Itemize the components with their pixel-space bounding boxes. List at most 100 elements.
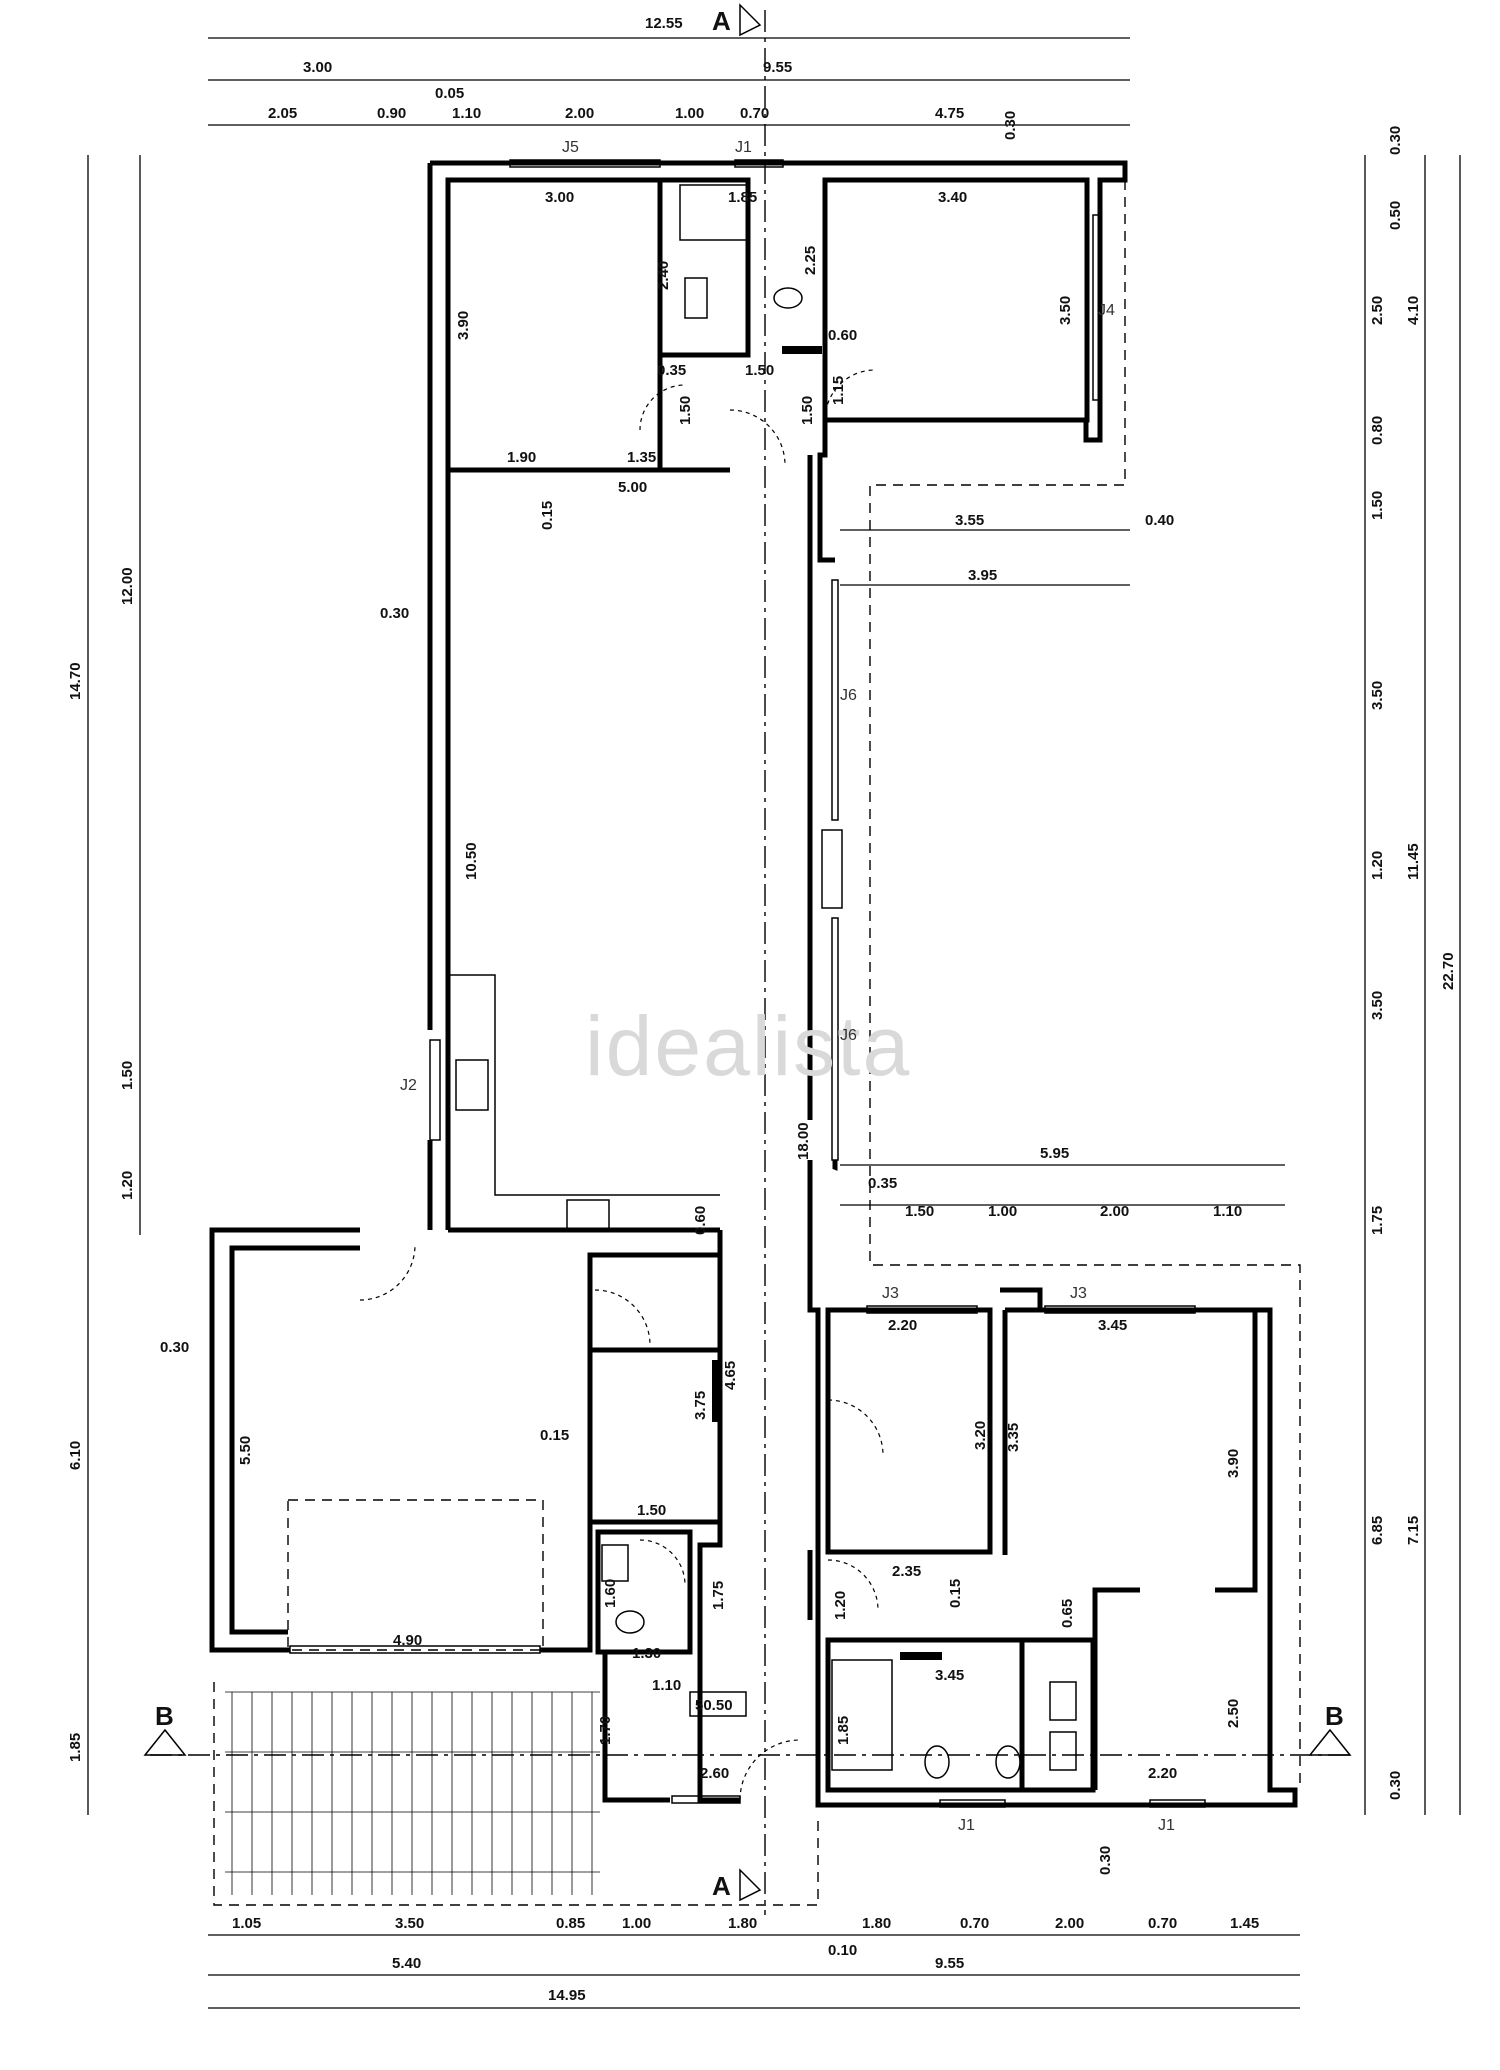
shower-north-icon [679, 184, 749, 241]
dimension-label: 7.15 [1405, 1516, 1422, 1545]
dimension-label: 0.15 [540, 1427, 569, 1444]
dimension-label: 1.35 [627, 449, 656, 466]
door-arc-8 [827, 1559, 879, 1611]
garage-inner-wall [229, 1245, 360, 1635]
storage-room [587, 1347, 723, 1525]
dimension-label: 0.80 [1369, 416, 1386, 445]
dimension-label: 4.10 [1405, 296, 1422, 325]
dimension-label: 0.40 [1145, 512, 1174, 529]
dimension-label: 0.60 [828, 327, 857, 344]
dimension-label: 1.50 [119, 1061, 136, 1090]
dimension-label: 9.55 [763, 59, 792, 76]
dimension-label: 1.85 [67, 1733, 84, 1762]
dimension-label: 3.00 [303, 59, 332, 76]
dimension-label: 0.30 [1002, 111, 1019, 140]
dimension-label: 6.10 [67, 1441, 84, 1470]
dimension-label: 22.70 [1440, 952, 1457, 990]
dimension-label: 1.15 [830, 376, 847, 405]
dimension-label: 0.30 [1387, 1771, 1404, 1800]
dimension-label: 10.50 [463, 842, 480, 880]
dimension-label: 0.70 [960, 1915, 989, 1932]
section-arrow-a-top [739, 3, 762, 37]
dimension-label: 2.05 [268, 105, 297, 122]
dimension-label: 2.40 [655, 261, 672, 290]
watermark: idealista [585, 999, 911, 1093]
dimension-label: 3.45 [1098, 1317, 1127, 1334]
dimension-label: 0.30 [1097, 1846, 1114, 1875]
door-arc-7 [827, 1399, 884, 1456]
window-j5 [509, 159, 661, 168]
dimension-label: 1.05 [232, 1915, 261, 1932]
section-mark-a-top: A [712, 6, 731, 36]
dimension-label: 1.50 [905, 1203, 934, 1220]
bedroom-north-east [822, 177, 1090, 423]
window-j1-south-a [939, 1799, 1006, 1808]
tag-j4: J4 [1098, 302, 1115, 319]
dimension-lines [87, 37, 1461, 2009]
area-label-box [689, 1691, 747, 1717]
dimension-label: 1.30 [632, 1645, 661, 1662]
wardrobe-north [782, 346, 822, 354]
tag-j6-upper: J6 [840, 687, 857, 704]
dimension-label: 5.40 [392, 1955, 421, 1972]
shower-south-icon [831, 1659, 893, 1771]
dimension-label: 2.50 [1225, 1699, 1242, 1728]
dimension-label: 1.50 [1369, 491, 1386, 520]
basin-north-icon [684, 277, 708, 319]
tag-j3-b: J3 [1070, 1285, 1087, 1302]
toilet-wc-icon [615, 1610, 645, 1634]
dimension-label: 2.20 [888, 1317, 917, 1334]
toilet-south-icon [924, 1745, 950, 1779]
dimension-label: 4.75 [935, 105, 964, 122]
dimension-label: 2.00 [1100, 1203, 1129, 1220]
section-mark-b-left: B [155, 1701, 174, 1731]
dimension-label: 1.10 [1213, 1203, 1242, 1220]
dimension-label: 1.20 [119, 1171, 136, 1200]
section-arrow-a-bottom [739, 1868, 762, 1902]
dimension-label: 1.90 [507, 449, 536, 466]
dimension-label: 2.50 [1369, 296, 1386, 325]
dimension-label: 3.50 [1369, 681, 1386, 710]
dimension-label: 5.00 [618, 479, 647, 496]
window-garage [289, 1645, 541, 1654]
window-tags: J5 J1 J4 J6 J6 J2 J3 J3 J1 J1 [400, 139, 1175, 1834]
south-corridor-wall [602, 1650, 670, 1803]
dimension-label: 3.40 [938, 189, 967, 206]
dimension-label: 1.75 [710, 1581, 727, 1610]
door-arc-9 [739, 1739, 801, 1801]
dimension-label: 0.85 [556, 1915, 585, 1932]
dimension-label: 1.00 [622, 1915, 651, 1932]
dimension-label: 3.90 [1225, 1449, 1242, 1478]
dimension-label: 5.50 [237, 1436, 254, 1465]
east-block-top-inner [1000, 1287, 1043, 1310]
tag-j6-lower: J6 [840, 1027, 857, 1044]
dimension-label: 6.85 [1369, 1516, 1386, 1545]
dimension-label: 1.75 [1369, 1206, 1386, 1235]
dimension-label: 1.70 [597, 1716, 614, 1745]
dimension-label: 5.95 [1040, 1145, 1069, 1162]
wardrobe-mid [712, 1360, 720, 1422]
dimension-label: 3.50 [395, 1915, 424, 1932]
tag-j3-a: J3 [882, 1285, 899, 1302]
dimension-label: 1.50 [745, 362, 774, 379]
dimension-label: 12.55 [645, 15, 683, 32]
bathroom-north [657, 177, 751, 358]
dimension-label: 1.85 [835, 1716, 852, 1745]
dims-left: 14.70 12.00 1.50 1.20 6.10 1.85 [67, 567, 136, 1762]
section-arrow-b-left [143, 1728, 187, 1756]
dimension-label: 0.35 [657, 362, 686, 379]
dimension-label: 1.80 [728, 1915, 757, 1932]
basin-south-icon-2 [1049, 1731, 1077, 1771]
dimension-label: 4.65 [722, 1361, 739, 1390]
area-label: 50.50 [695, 1697, 733, 1714]
dimension-label: 1.00 [988, 1203, 1017, 1220]
dims-interior: 3.00 3.90 1.85 2.40 2.25 0.35 1.50 0.60 … [160, 189, 1242, 1875]
tag-j1-south-b: J1 [1158, 1817, 1175, 1834]
dimension-label: 4.90 [393, 1632, 422, 1649]
dimension-label: 3.50 [1057, 296, 1074, 325]
dimension-label: 0.35 [868, 1175, 897, 1192]
tag-j1-south-a: J1 [958, 1817, 975, 1834]
dimension-label: 2.35 [892, 1563, 921, 1580]
dimension-label: 2.60 [700, 1765, 729, 1782]
fixtures [289, 159, 1206, 1808]
